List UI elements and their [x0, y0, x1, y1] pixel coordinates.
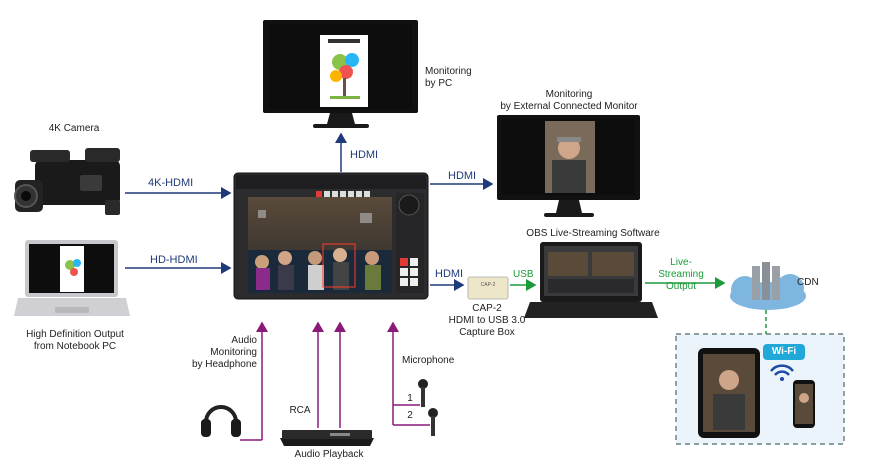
link-hd-hdmi-label: HD-HDMI	[150, 254, 198, 266]
camera-4k-label: 4K Camera	[48, 123, 100, 134]
notebook-pc-illustration	[14, 240, 130, 316]
monitoring-pc-label: Monitoring by PC	[425, 66, 472, 89]
live-output-label: Live-Streaming Output	[658, 257, 704, 292]
microphone-2-illustration	[428, 408, 438, 436]
video-switcher-illustration	[233, 172, 429, 300]
usb-label: USB	[513, 269, 534, 280]
link-hdmi-right-label: HDMI	[448, 170, 477, 182]
microphone-1-illustration	[418, 379, 428, 407]
monitoring-external-label: Monitoring by External Connected Monitor	[500, 89, 638, 112]
cdn-cloud-illustration	[730, 262, 806, 310]
wifi-badge: Wi-Fi	[771, 346, 797, 357]
mic-2-label: 2	[407, 410, 413, 421]
pc-monitor	[263, 20, 418, 128]
link-hdmi-top-label: HDMI	[350, 149, 379, 161]
obs-laptop-illustration	[524, 242, 658, 318]
link-hdmi-cap-label: HDMI	[435, 268, 464, 280]
external-monitor	[497, 115, 640, 217]
capture-box-label: CAP-2 HDMI to USB 3.0 Capture Box	[448, 303, 526, 338]
cdn-label: CDN	[797, 277, 819, 288]
mobile-devices-region	[675, 310, 845, 445]
capture-box-illustration	[467, 276, 509, 300]
audio-monitoring-label: Audio Monitoring by Headphone	[191, 335, 257, 370]
audio-playback-label: Audio Playback	[294, 449, 364, 460]
headphone-illustration	[201, 405, 241, 437]
mic-1-label: 1	[407, 393, 413, 404]
notebook-output-label: High Definition Output from Notebook PC	[26, 329, 124, 352]
microphone-label: Microphone	[402, 355, 455, 366]
link-4k-hdmi-label: 4K-HDMI	[148, 177, 194, 189]
obs-label: OBS Live-Streaming Software	[526, 228, 660, 239]
audio-playback-illustration	[280, 430, 374, 446]
capture-box-device-text: CAP-2	[480, 282, 496, 288]
rca-label: RCA	[289, 405, 311, 416]
camera-4k-illustration	[14, 148, 120, 215]
